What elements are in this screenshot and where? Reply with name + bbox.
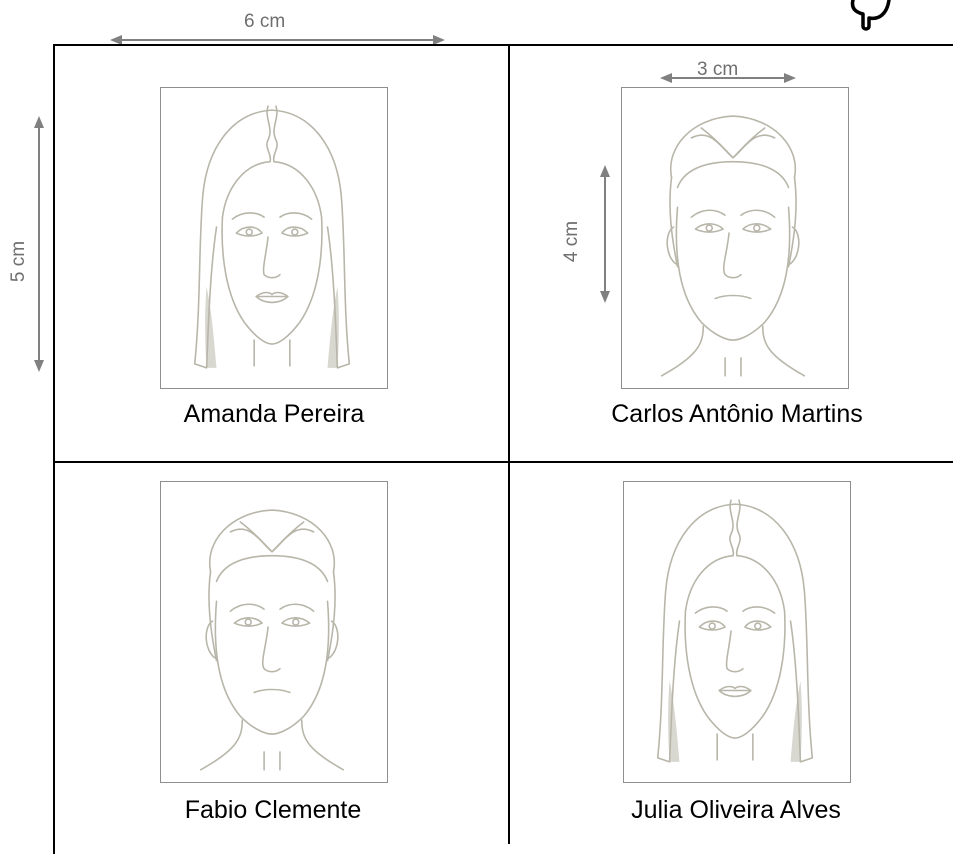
photo-height-dimension-arrow [600,165,610,303]
photo-grid [53,44,953,854]
male-face-sketch-icon [622,88,848,388]
width-dimension-label: 6 cm [244,11,286,32]
person-name-label: Fabio Clemente [184,796,362,824]
grid-divider-horizontal [53,461,953,463]
grid-divider-vertical [508,44,510,844]
photo-carlos-antonio-martins [621,87,849,389]
height-dimension-label: 5 cm [8,240,30,283]
photo-amanda-pereira [160,87,388,389]
photo-width-dimension-arrow [660,73,796,83]
height-dimension-arrow [34,116,44,372]
photo-julia-oliveira-alves [623,481,851,783]
female-face-sketch-icon [624,482,850,782]
photo-width-dimension-label: 3 cm [697,59,739,80]
person-name-label: Carlos Antônio Martins [611,400,863,428]
corner-cursor-icon [850,0,891,31]
person-name-label: Amanda Pereira [183,400,365,428]
photo-height-dimension-label: 4 cm [561,220,583,263]
width-dimension-arrow [110,35,445,45]
photo-fabio-clemente [160,481,388,783]
person-name-label: Julia Oliveira Alves [631,796,841,824]
male-face-sketch-icon [161,482,387,782]
female-face-sketch-icon [161,88,387,388]
